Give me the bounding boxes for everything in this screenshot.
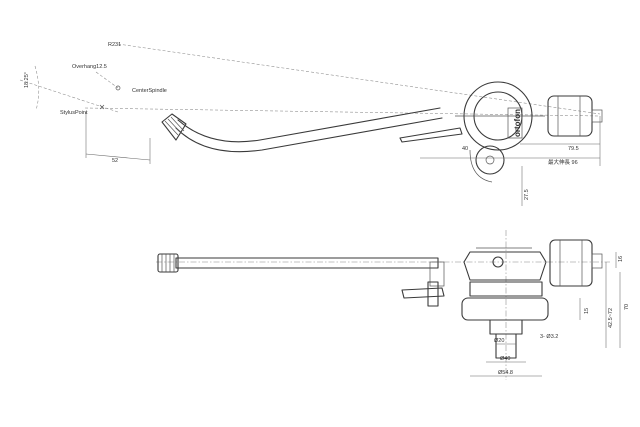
side-arm-tube [175,257,439,269]
max-length-label: 最大伸長 96 [548,158,578,166]
stylus-line [19,79,119,113]
antiskate-dial [475,145,505,175]
side-lift-post [427,281,439,307]
angle-label: 18.25° [24,72,30,88]
dim-15-label: 15 [584,308,590,314]
side-lift-lever [401,287,445,299]
brand-plate [507,107,523,139]
base-arc [469,149,493,183]
base-length-label: 79.5 [568,146,579,152]
pivot-offset-label: 40 [462,146,468,152]
headshell-collar [161,113,187,141]
headshell-collar-grip [164,116,185,136]
side-arm-riser [429,261,445,287]
arm-tube-bottom [175,117,443,153]
top-view: 52 R231 Overhang12.5 CenterSpindle Stylu… [19,42,603,206]
side-base-plate [469,281,543,297]
angle-arc [34,65,40,111]
antiskate-dial-center [485,155,495,165]
dim-16-label: 16 [618,256,624,262]
side-counterweight [549,239,593,287]
overhang-label: Overhang12.5 [72,64,107,70]
stylus-point-label: StylusPoint [60,110,88,116]
lift-lever [399,127,463,143]
counterweight-stub [591,109,603,123]
side-bearing-screw [492,256,504,268]
center-spindle-marker [115,85,121,91]
side-collar-grip [161,254,175,272]
overhang-line [95,71,119,89]
stylus-point-marker [99,104,105,110]
side-mount-flange [461,297,549,321]
radius-line [84,107,601,117]
dim-phi-20-label: Ø20 [494,338,504,344]
dim-phi-54-8-label: Ø54.8 [498,370,513,376]
arm-tube-top [177,107,441,143]
side-view: 16 42.5~72 70 15 3- Ø3.2 Ø20 Ø40 Ø54.8 [156,230,630,380]
side-headshell-collar [157,253,179,273]
dim-phi-40-label: Ø40 [500,356,510,362]
center-spindle-label: CenterSpindle [132,88,167,94]
stylus-offset-dim [85,153,151,161]
dim-42-72-label: 42.5~72 [608,308,614,328]
dim-phi-32-label: 3- Ø3.2 [540,334,558,340]
dim-70-label: 70 [624,304,630,310]
radius-label: R231 [108,42,121,48]
side-cw-stub [591,253,603,269]
base-height-label: 27.5 [524,189,530,200]
arc-reference-line [117,43,601,115]
brand-label: ortofon [513,109,522,137]
side-bearing-housing [463,251,547,281]
side-mount-shaft [495,333,517,359]
stylus-offset-label: 52 [112,158,118,164]
